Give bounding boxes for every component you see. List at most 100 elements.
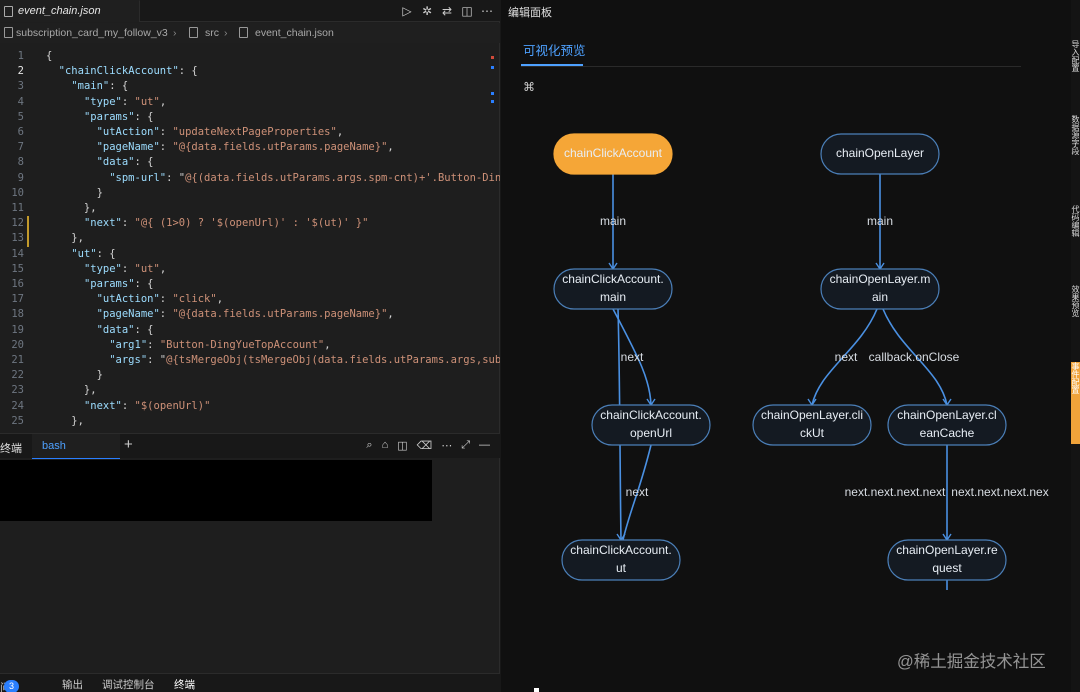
line-number: 6 bbox=[17, 126, 24, 138]
graph-node-label: chainClickAccount. bbox=[600, 408, 701, 422]
code-line: "next": "@{ (1>0) ? '$(openUrl)' : '$(ut… bbox=[83, 217, 369, 230]
code-area[interactable]: 1{2 "chainClickAccount": {3 "main": {4 "… bbox=[0, 46, 500, 430]
code-line: "main": { bbox=[71, 80, 129, 93]
edge-label: main bbox=[600, 214, 626, 228]
line-number: 10 bbox=[11, 186, 24, 199]
code-line: }, bbox=[46, 202, 97, 214]
line-number: 18 bbox=[11, 308, 24, 321]
split-editor-icon[interactable]: ◫ bbox=[461, 4, 473, 18]
breadcrumb-separator-icon: › bbox=[224, 27, 228, 39]
breadcrumb-folder[interactable]: subscription_card_my_follow_v3 bbox=[16, 27, 168, 39]
editor-tab-bar: event_chain.json ▷ ✲ ⇄ ◫ ⋯ bbox=[0, 0, 500, 22]
code-line: "spm-url": "@{(data.fields.utParams.args… bbox=[109, 171, 500, 184]
panel-tabs: 问题3 输出 调试控制台 终端 bbox=[0, 673, 500, 692]
graph-node[interactable] bbox=[561, 539, 681, 581]
line-number: 12 bbox=[11, 217, 24, 230]
gutter-change-marker bbox=[27, 216, 29, 247]
split-terminal-icon[interactable]: ◫ bbox=[397, 440, 408, 452]
rail-item-code[interactable]: 代码编辑 bbox=[1071, 205, 1080, 237]
graph-node-label: ckUt bbox=[800, 426, 825, 440]
problems-count-badge: 3 bbox=[4, 680, 20, 692]
graph-node[interactable] bbox=[820, 268, 940, 310]
line-number: 19 bbox=[11, 323, 24, 336]
code-line: { bbox=[46, 50, 53, 62]
file-icon bbox=[4, 6, 13, 17]
line-number: 5 bbox=[17, 110, 24, 123]
line-number: 17 bbox=[11, 293, 24, 306]
rail-item-datasource[interactable]: 数据源字段 bbox=[1071, 115, 1080, 155]
graph-node-label: chainClickAccount. bbox=[562, 272, 663, 286]
run-icon[interactable]: ▷ bbox=[402, 4, 412, 18]
terminal-tab-bash[interactable]: bash bbox=[32, 434, 120, 459]
graph-node[interactable] bbox=[820, 133, 940, 175]
line-number: 22 bbox=[11, 369, 24, 382]
tab-divider bbox=[521, 66, 1021, 67]
edge-label: main bbox=[867, 214, 893, 228]
breadcrumb-file[interactable]: event_chain.json bbox=[255, 27, 334, 39]
code-line: }, bbox=[46, 232, 84, 245]
code-line: "params": { bbox=[83, 110, 154, 123]
edge-label: next.next.next.next bbox=[845, 485, 946, 499]
code-line: }, bbox=[46, 414, 84, 427]
more-icon[interactable]: ⋯ bbox=[481, 4, 493, 18]
minimize-icon[interactable]: — bbox=[479, 439, 490, 451]
code-line: "utAction": "updateNextPageProperties", bbox=[96, 126, 344, 138]
edge-line bbox=[811, 308, 878, 406]
folder-icon bbox=[189, 27, 198, 38]
breadcrumb-src[interactable]: src bbox=[205, 27, 219, 39]
edge-label: next.next.next.nex bbox=[951, 485, 1048, 499]
graph-node-label: chainOpenLayer.m bbox=[830, 272, 931, 286]
graph-node-label: ut bbox=[616, 561, 627, 575]
terminal-tab[interactable]: 终端 bbox=[174, 679, 195, 691]
graph-node[interactable] bbox=[887, 539, 1007, 581]
code-line: "arg1": "Button-DingYueTopAccount", bbox=[109, 338, 331, 351]
compare-icon[interactable]: ⇄ bbox=[441, 4, 453, 18]
maximize-icon[interactable]: ⤢ bbox=[461, 439, 470, 451]
code-line: "utAction": "click", bbox=[96, 293, 224, 306]
mouse-cursor bbox=[534, 688, 539, 692]
terminal-toolbar: 终端 bash + ⌕ ⌂ ◫ ⌫ ⋯ ⤢ — bbox=[0, 433, 500, 459]
edge-label: next bbox=[835, 350, 858, 364]
debug-icon[interactable]: ✲ bbox=[421, 4, 433, 18]
graph-node[interactable] bbox=[553, 133, 673, 175]
graph-node[interactable] bbox=[752, 404, 872, 446]
clear-icon[interactable]: ⌂ bbox=[381, 439, 389, 451]
search-icon[interactable]: ⌕ bbox=[366, 439, 373, 451]
graph-node[interactable] bbox=[591, 404, 711, 446]
graph-node-label: chainOpenLayer.re bbox=[896, 543, 998, 557]
debug-console-tab[interactable]: 调试控制台 bbox=[102, 679, 155, 691]
new-terminal-button[interactable]: + bbox=[124, 436, 133, 453]
line-number: 9 bbox=[17, 171, 24, 184]
rail-item-event-config[interactable]: 事件配置 bbox=[1071, 362, 1080, 444]
line-number: 20 bbox=[11, 338, 24, 351]
rail-item-import[interactable]: 导入配置 bbox=[1071, 40, 1080, 72]
graph-node-label: chainClickAccount bbox=[564, 146, 663, 160]
tab-visual-preview[interactable]: 可视化预览 bbox=[523, 44, 586, 58]
edge-line bbox=[622, 444, 652, 541]
graph-node-label: ain bbox=[872, 290, 888, 304]
line-number: 24 bbox=[11, 399, 24, 412]
output-tab[interactable]: 输出 bbox=[62, 679, 83, 691]
hierarchy-icon[interactable]: ⌘ bbox=[523, 80, 535, 94]
editor-actions: ▷ ✲ ⇄ ◫ ⋯ bbox=[398, 2, 496, 20]
editor-tab-event-chain[interactable]: event_chain.json bbox=[0, 0, 140, 22]
trash-icon[interactable]: ⌫ bbox=[416, 440, 433, 452]
code-line: "params": { bbox=[83, 278, 154, 290]
line-number: 23 bbox=[11, 384, 24, 397]
breadcrumb: subscription_card_my_follow_v3 › src › e… bbox=[0, 23, 500, 43]
more-icon[interactable]: ⋯ bbox=[441, 440, 453, 452]
edge-line bbox=[612, 308, 652, 406]
graph-node-label: chainOpenLayer.cli bbox=[761, 408, 863, 422]
line-number: 11 bbox=[11, 202, 24, 214]
code-line: "chainClickAccount": { bbox=[58, 65, 198, 78]
minimap-marker bbox=[491, 66, 494, 69]
rail-item-preview[interactable]: 效果预览 bbox=[1071, 285, 1080, 317]
graph-node[interactable] bbox=[887, 404, 1007, 446]
minimap-marker bbox=[491, 92, 494, 95]
terminal-output[interactable] bbox=[0, 460, 432, 521]
graph-node-label: eanCache bbox=[920, 426, 975, 440]
line-number: 13 bbox=[11, 232, 24, 245]
graph-node[interactable] bbox=[553, 268, 673, 310]
terminal-tab-label: bash bbox=[42, 440, 66, 452]
